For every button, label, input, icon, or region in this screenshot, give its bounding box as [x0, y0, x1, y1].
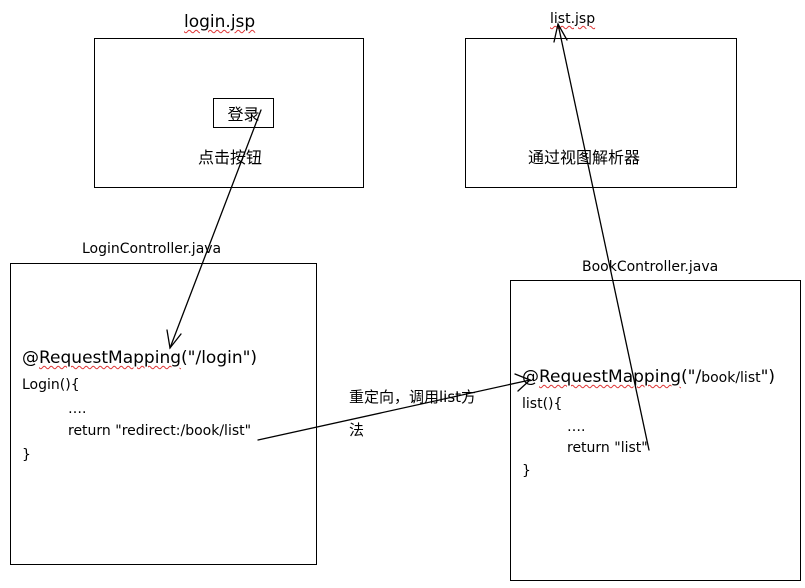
arrow-login-to-controller-head — [166, 329, 182, 350]
arrow-login-to-controller — [169, 109, 262, 349]
book-annotation-path: book/list — [701, 370, 761, 386]
book-annotation-args-close: ") — [760, 367, 776, 387]
login-method-dots: …. — [68, 401, 87, 417]
login-request-mapping: @RequestMapping("/login") — [22, 350, 257, 367]
book-close-brace: } — [522, 463, 531, 479]
login-controller-title: LoginController.java — [82, 241, 222, 257]
book-controller-box — [510, 280, 801, 581]
login-annotation-args: ("/login") — [181, 348, 258, 368]
login-controller-box — [10, 263, 317, 565]
list-jsp-title: list.jsp — [550, 11, 596, 27]
redirect-note-line2: 法 — [349, 421, 365, 439]
login-close-brace: } — [22, 447, 31, 463]
list-jsp-box — [465, 38, 737, 188]
book-request-mapping: @RequestMapping("/book/list") — [522, 369, 775, 386]
arrow-book-to-list-head — [553, 22, 568, 43]
login-annotation-at: @ — [22, 348, 39, 368]
login-button[interactable]: 登录 — [213, 98, 274, 128]
arrow-book-to-list — [557, 23, 650, 451]
login-jsp-title: login.jsp — [184, 12, 256, 32]
book-annotation-name: RequestMapping — [539, 367, 682, 387]
redirect-note-line1: 重定向，调用list方 — [349, 388, 477, 406]
login-return-statement: return "redirect:/book/list" — [68, 423, 252, 439]
login-jsp-caption: 点击按钮 — [198, 148, 263, 167]
list-jsp-caption: 通过视图解析器 — [528, 148, 641, 167]
book-annotation-args-open: ("/ — [681, 367, 702, 387]
login-jsp-box — [94, 38, 364, 188]
arrow-redirect-to-book — [257, 379, 531, 441]
book-method-signature: list(){ — [522, 396, 563, 412]
login-method-signature: Login(){ — [22, 377, 80, 393]
book-method-dots: …. — [567, 419, 586, 435]
book-return-statement: return "list" — [567, 440, 648, 456]
arrow-redirect-to-book-head — [514, 373, 532, 392]
login-annotation-name: RequestMapping — [39, 348, 182, 368]
book-controller-title: BookController.java — [582, 259, 719, 275]
